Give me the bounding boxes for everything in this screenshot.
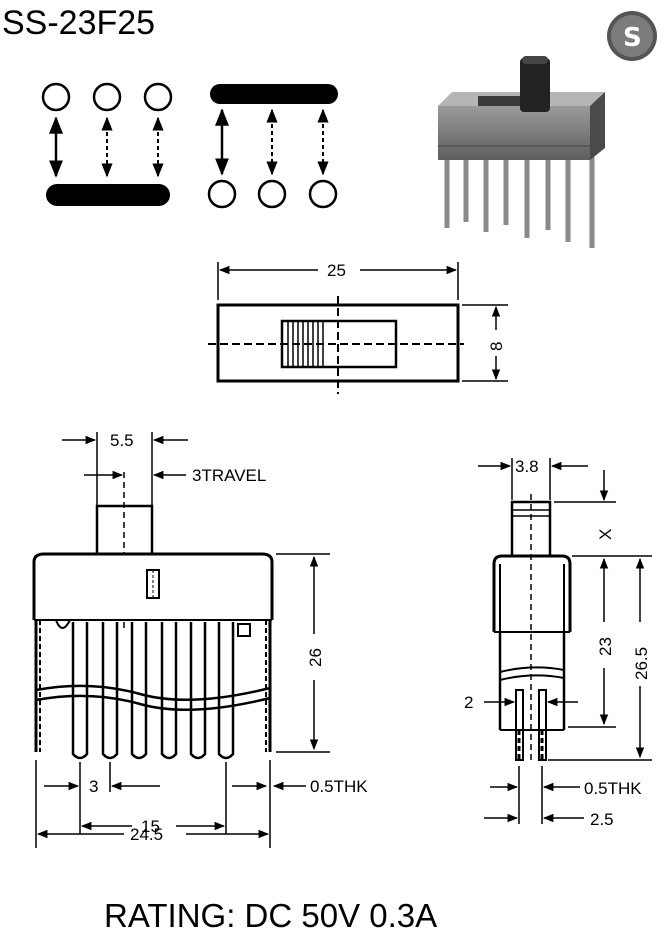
side-actuator-height-label: X	[596, 529, 615, 540]
part-number-title: SS-23F25	[2, 4, 155, 42]
rating-text: RATING: DC 50V 0.3A	[104, 897, 437, 934]
switch-schematic-position-2	[207, 84, 338, 209]
side-overall-height-label: 26.5	[632, 647, 651, 680]
front-pin-pitch-label: 3	[89, 777, 98, 796]
front-pin-thickness-label: 0.5THK	[310, 777, 368, 796]
top-view-width-label: 8	[487, 342, 506, 351]
side-body-height-label: 23	[596, 637, 615, 656]
front-travel-label: 3TRAVEL	[192, 466, 266, 485]
front-height-label: 26	[306, 648, 325, 667]
brand-logo-letter: S	[623, 23, 642, 53]
front-view-drawing	[32, 432, 330, 848]
top-view-length-label: 25	[327, 261, 346, 280]
brand-logo: S	[607, 11, 657, 61]
top-view-drawing	[208, 262, 508, 394]
side-pin-spacing-label: 2.5	[590, 810, 614, 829]
side-actuator-width-label: 3.8	[515, 457, 539, 476]
side-pin-thickness-label: 0.5THK	[584, 779, 642, 798]
front-pin-span-label: 15	[141, 817, 160, 836]
front-overall-width-label: 24.5	[130, 825, 163, 844]
product-photo	[438, 56, 605, 248]
front-actuator-width-label: 5.5	[110, 431, 134, 450]
switch-schematic-position-1	[41, 82, 173, 206]
side-pin-offset-label: 2	[464, 693, 473, 712]
side-view-drawing	[478, 458, 652, 824]
